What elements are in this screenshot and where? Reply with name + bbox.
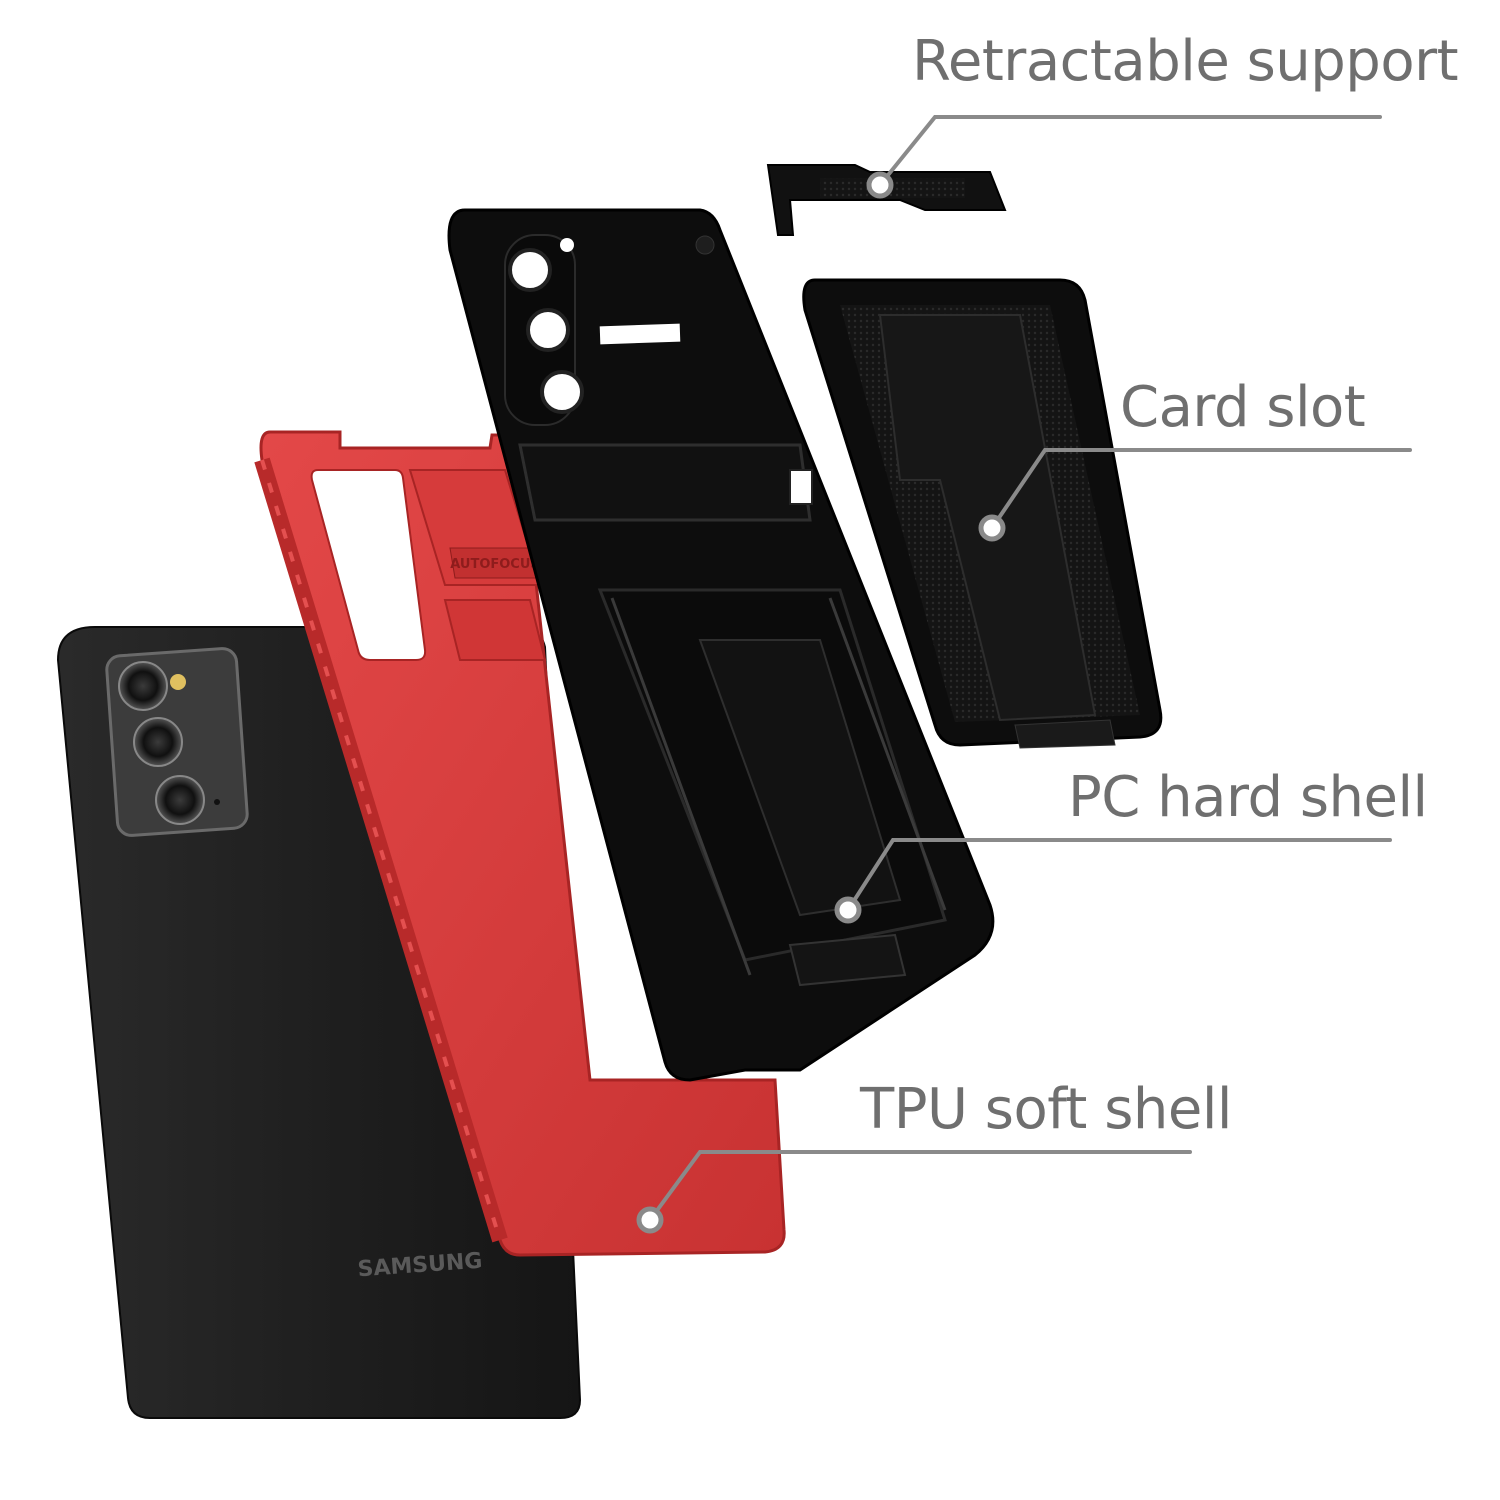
callout-dots: [636, 171, 1006, 1234]
pc-slot-cutout: [599, 323, 681, 345]
pc-hard-shell: [447, 208, 995, 1082]
callout-tpu-soft-shell: TPU soft shell: [860, 1077, 1232, 1142]
callout-dot-retractable: [866, 171, 894, 199]
lens-icon: [155, 775, 205, 825]
leader-line-card-slot: [990, 448, 1412, 530]
leader-lines: [648, 115, 1412, 1222]
callout-dot-pc-shell: [834, 896, 862, 924]
lens-icon: [118, 661, 168, 711]
mic-icon: [214, 799, 220, 805]
phone-camera-module: [105, 647, 249, 837]
lens-icon: [133, 717, 183, 767]
callout-card-slot: Card slot: [1120, 375, 1366, 440]
callout-dot-card-slot: [978, 514, 1006, 542]
pc-camera-cutouts: [504, 234, 584, 426]
leader-line-tpu-shell: [648, 1150, 1192, 1222]
leader-line-pc-shell: [846, 838, 1392, 912]
callout-dot-tpu-shell: [636, 1206, 664, 1234]
autofocus-label: AUTOFOCUS: [450, 557, 540, 572]
callout-retractable-support: Retractable support: [912, 29, 1459, 94]
tpu-soft-shell: AUTOFOCUS: [254, 430, 786, 1257]
tpu-camera-cutout: [310, 469, 427, 661]
callout-pc-hard-shell: PC hard shell: [1068, 765, 1428, 830]
leader-line-retractable: [878, 115, 1382, 187]
pc-kickstand: [518, 443, 812, 522]
flash-icon: [170, 674, 186, 690]
